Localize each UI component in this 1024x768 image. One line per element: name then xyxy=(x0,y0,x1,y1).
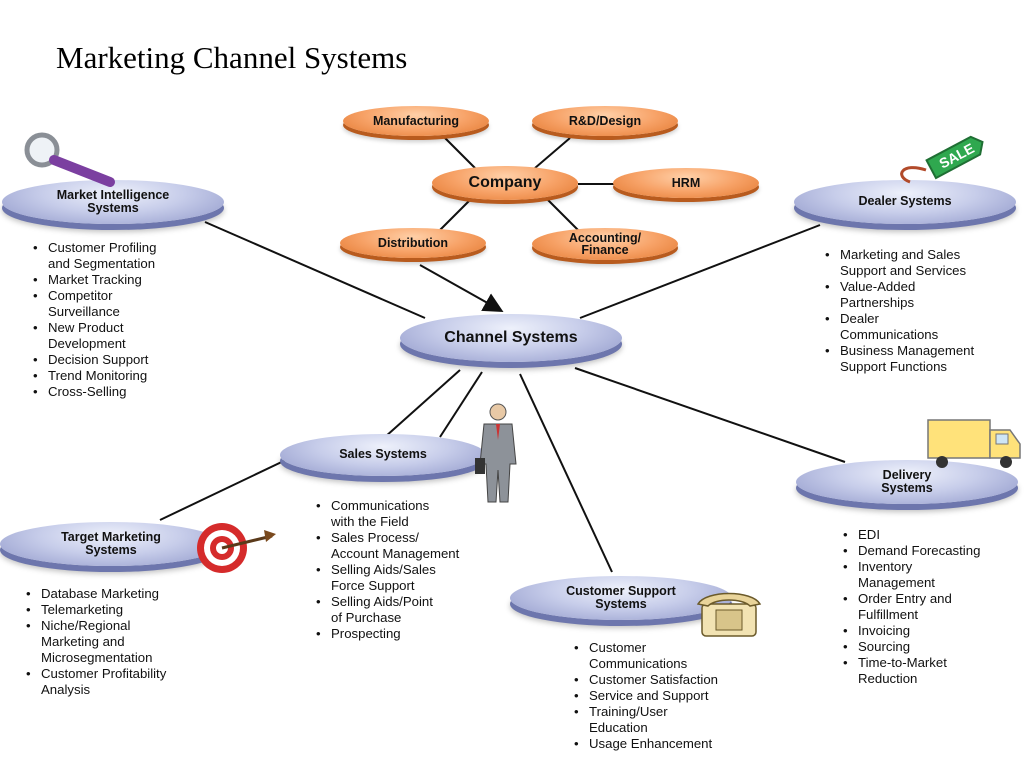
list-item: Usage Enhancement xyxy=(574,736,718,752)
list-item: Sales Process/ Account Management xyxy=(316,530,459,562)
dealer-systems-label: Dealer Systems xyxy=(858,194,952,209)
list-item: Customer Profiling and Segmentation xyxy=(33,240,157,272)
list-item: Demand Forecasting xyxy=(843,543,980,559)
line-dealer-channel xyxy=(579,224,821,319)
sales-systems-list: Communications with the Field Sales Proc… xyxy=(313,498,459,642)
list-item: Business Management Support Functions xyxy=(825,343,974,375)
list-item: Invoicing xyxy=(843,623,980,639)
list-item: New Product Development xyxy=(33,320,156,352)
line-company-rnd xyxy=(534,137,571,169)
manufacturing-label: Manufacturing xyxy=(372,113,460,128)
list-item: Prospecting xyxy=(316,626,459,642)
list-item: Telemarketing xyxy=(26,602,166,618)
line-market-channel xyxy=(204,221,426,319)
list-item: Order Entry and Fulfillment xyxy=(843,591,980,623)
list-item: Cross-Selling xyxy=(33,384,156,400)
company-node: Company xyxy=(432,166,578,200)
list-item: Service and Support xyxy=(574,688,718,704)
market-intelligence-label: Market Intelligence Systems xyxy=(56,187,170,215)
list-item: Communications with the Field xyxy=(316,498,459,530)
sales-systems-label: Sales Systems xyxy=(339,447,427,462)
customer-support-list: Customer Communications Customer Satisfa… xyxy=(571,640,718,752)
list-item: Market Tracking xyxy=(33,272,156,288)
list-item: EDI xyxy=(843,527,980,543)
customer-support-label: Customer Support Systems xyxy=(566,583,676,611)
customer-support-node: Customer Support Systems xyxy=(510,576,732,620)
list-item: Customer Satisfaction xyxy=(574,672,718,688)
delivery-systems-list: EDI Demand Forecasting Inventory Managem… xyxy=(840,527,980,687)
magnifier-icon xyxy=(24,132,115,187)
list-item: Decision Support xyxy=(33,352,156,368)
list-item: Database Marketing xyxy=(26,586,166,602)
list-item: Value-Added Partnerships xyxy=(825,279,974,311)
target-icon xyxy=(197,523,276,573)
target-marketing-label: Target Marketing Systems xyxy=(61,529,161,557)
distribution-node: Distribution xyxy=(340,228,486,258)
sale-tag-icon: SALE xyxy=(900,135,984,184)
dealer-systems-list: Marketing and Sales Support and Services… xyxy=(822,247,974,375)
line-company-accounting xyxy=(547,199,581,233)
target-marketing-list: Database Marketing Telemarketing Niche/R… xyxy=(23,586,166,698)
list-item: Trend Monitoring xyxy=(33,368,156,384)
line-distribution-channel xyxy=(419,264,504,312)
list-item: Inventory Management xyxy=(843,559,980,591)
line-sales-channel-2 xyxy=(439,371,483,438)
sales-systems-node: Sales Systems xyxy=(280,434,486,476)
line-target-sales xyxy=(159,457,291,521)
list-item: Training/User Education xyxy=(574,704,718,736)
list-item: Customer Communications xyxy=(574,640,718,672)
channel-systems-node: Channel Systems xyxy=(400,314,622,362)
list-item: Sourcing xyxy=(843,639,980,655)
market-intelligence-node: Market Intelligence Systems xyxy=(2,180,224,224)
target-marketing-node: Target Marketing Systems xyxy=(0,522,222,566)
hrm-node: HRM xyxy=(613,168,759,198)
delivery-systems-label: Delivery Systems xyxy=(881,467,933,495)
company-label: Company xyxy=(468,174,542,191)
list-item: Niche/Regional Marketing and Microsegmen… xyxy=(26,618,166,666)
dealer-systems-node: Dealer Systems xyxy=(794,180,1016,224)
line-support-channel xyxy=(519,373,613,573)
list-item: Dealer Communications xyxy=(825,311,974,343)
distribution-label: Distribution xyxy=(377,235,449,250)
line-delivery-channel xyxy=(574,367,846,463)
truck-icon xyxy=(927,419,1021,468)
rnd-label: R&D/Design xyxy=(568,113,642,128)
list-item: Marketing and Sales Support and Services xyxy=(825,247,974,279)
businessman-icon xyxy=(475,403,517,503)
list-item: Selling Aids/Sales Force Support xyxy=(316,562,459,594)
telephone-icon xyxy=(696,592,762,637)
delivery-systems-node: Delivery Systems xyxy=(796,460,1018,504)
rnd-node: R&D/Design xyxy=(532,106,678,136)
list-item: Time-to-Market Reduction xyxy=(843,655,980,687)
list-item: Selling Aids/Point of Purchase xyxy=(316,594,459,626)
list-item: Competitor Surveillance xyxy=(33,288,156,320)
manufacturing-node: Manufacturing xyxy=(343,106,489,136)
line-company-manufacturing xyxy=(444,137,476,169)
list-item: Customer Profitability Analysis xyxy=(26,666,166,698)
channel-systems-label: Channel Systems xyxy=(444,328,578,346)
market-intelligence-list: Customer Profiling and Segmentation Mark… xyxy=(30,240,157,400)
accounting-node: Accounting/ Finance xyxy=(532,228,678,260)
page-title: Marketing Channel Systems xyxy=(56,40,408,75)
hrm-label: HRM xyxy=(671,175,701,190)
accounting-label: Accounting/ Finance xyxy=(568,230,642,257)
line-sales-channel-1 xyxy=(384,369,461,438)
line-company-distribution xyxy=(439,199,471,231)
